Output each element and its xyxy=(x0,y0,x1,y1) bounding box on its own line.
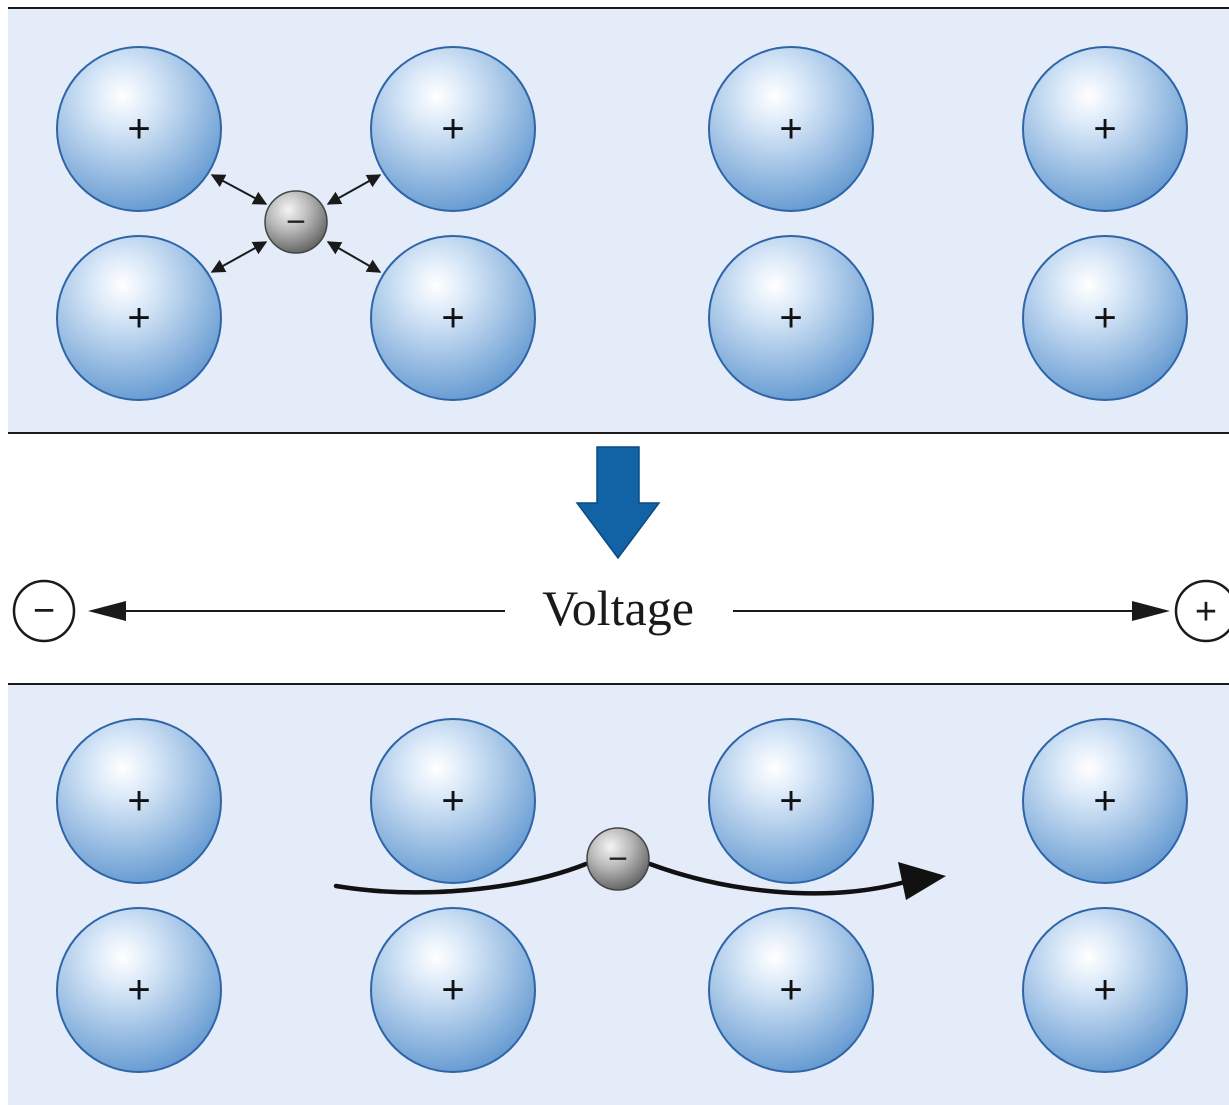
ion-charge: + xyxy=(1093,779,1116,823)
down-arrow-icon xyxy=(575,446,661,560)
ion-charge: + xyxy=(779,968,802,1012)
top-ion-r1-c4: + xyxy=(1022,46,1188,212)
ion-charge: + xyxy=(441,779,464,823)
ion-body xyxy=(56,718,222,884)
electron-flow-arrowhead xyxy=(898,862,946,900)
ion-body xyxy=(708,235,874,401)
bottom-ion-r2-c2: + xyxy=(370,907,536,1073)
top-lattice-panel: + + + + + + + + − xyxy=(8,7,1229,434)
voltage-row: − Voltage + xyxy=(12,579,1229,643)
ion-body xyxy=(370,907,536,1073)
top-ion-r2-c1: + xyxy=(56,235,222,401)
top-ion-r1-c1: + xyxy=(56,46,222,212)
top-panel-background xyxy=(8,8,1229,433)
ion-body xyxy=(1022,907,1188,1073)
ion-charge: + xyxy=(441,107,464,151)
bottom-electron-body xyxy=(586,827,650,891)
attraction-arrow-lower-left xyxy=(210,241,268,273)
ion-body xyxy=(56,46,222,212)
top-ion-r2-c2: + xyxy=(370,235,536,401)
ion-body xyxy=(56,235,222,401)
bottom-lattice-panel: + + + + + + + + − xyxy=(8,683,1229,1105)
ion-body xyxy=(1022,718,1188,884)
ion-body xyxy=(56,907,222,1073)
top-electron-body xyxy=(264,190,328,254)
top-ion-r1-c3: + xyxy=(708,46,874,212)
ion-charge: + xyxy=(779,296,802,340)
transition-section xyxy=(575,446,661,560)
attraction-arrows xyxy=(210,174,382,273)
ion-body xyxy=(370,46,536,212)
ion-body xyxy=(708,907,874,1073)
bottom-ion-r2-c4: + xyxy=(1022,907,1188,1073)
top-ion-grid: + + + + + + + + xyxy=(56,46,1188,401)
ion-body xyxy=(1022,46,1188,212)
ion-body xyxy=(708,46,874,212)
voltage-arrowhead-right xyxy=(1132,601,1170,621)
positive-terminal-sign: + xyxy=(1195,591,1217,633)
positive-terminal-icon xyxy=(1174,579,1229,643)
bottom-ion-r2-c1: + xyxy=(56,907,222,1073)
electron-flow-curve xyxy=(333,861,908,896)
attraction-arrow-upper-right xyxy=(326,174,382,205)
ion-body xyxy=(370,235,536,401)
bottom-ion-r1-c2: + xyxy=(370,718,536,884)
ion-charge: + xyxy=(441,968,464,1012)
bottom-electron: − xyxy=(586,827,650,891)
ion-charge: + xyxy=(441,296,464,340)
ion-charge: + xyxy=(127,296,150,340)
attraction-arrow-upper-left xyxy=(210,174,268,205)
ion-charge: + xyxy=(779,107,802,151)
voltage-label: Voltage xyxy=(542,580,694,636)
ion-charge: + xyxy=(1093,968,1116,1012)
top-electron-charge: − xyxy=(286,203,306,241)
negative-terminal-sign: − xyxy=(33,590,55,632)
ion-charge: + xyxy=(127,779,150,823)
top-ion-r2-c4: + xyxy=(1022,235,1188,401)
bottom-ion-r1-c3: + xyxy=(708,718,874,884)
ion-charge: + xyxy=(1093,107,1116,151)
bottom-ion-grid: + + + + + + + + xyxy=(56,718,1188,1073)
ion-body xyxy=(370,718,536,884)
top-ion-r1-c2: + xyxy=(370,46,536,212)
negative-terminal-icon xyxy=(12,579,76,643)
ion-body xyxy=(1022,235,1188,401)
ion-body xyxy=(708,718,874,884)
bottom-panel-background xyxy=(8,684,1229,1105)
bottom-electron-charge: − xyxy=(608,840,628,878)
top-electron: − xyxy=(264,190,328,254)
ion-charge: + xyxy=(127,107,150,151)
voltage-arrowhead-left xyxy=(88,601,126,621)
bottom-ion-r1-c1: + xyxy=(56,718,222,884)
bottom-ion-r1-c4: + xyxy=(1022,718,1188,884)
ion-charge: + xyxy=(127,968,150,1012)
attraction-arrow-lower-right xyxy=(326,241,382,273)
ion-charge: + xyxy=(1093,296,1116,340)
bottom-ion-r2-c3: + xyxy=(708,907,874,1073)
top-ion-r2-c3: + xyxy=(708,235,874,401)
ion-charge: + xyxy=(779,779,802,823)
electron-flow-path xyxy=(333,861,946,900)
